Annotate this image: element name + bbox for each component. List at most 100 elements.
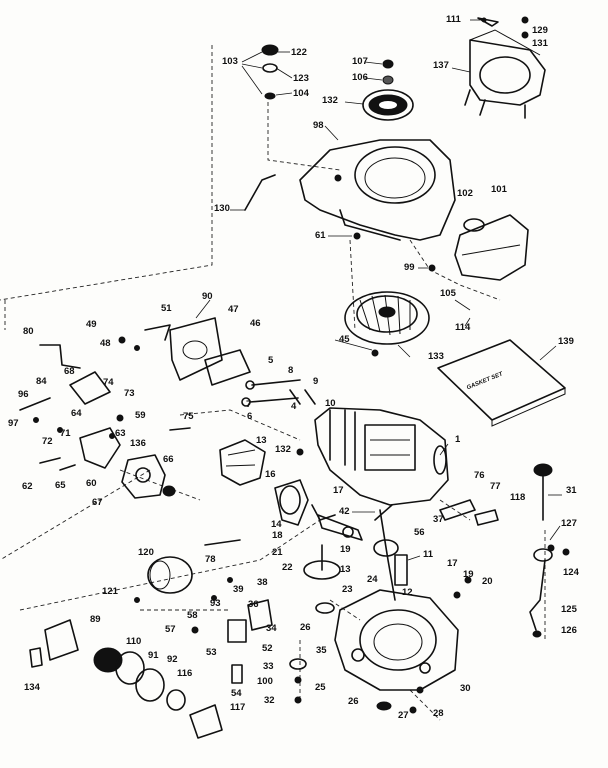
part-label: 133 <box>428 351 444 362</box>
part-label: 111 <box>446 14 462 25</box>
part-label: 101 <box>491 184 508 195</box>
part-label: 107 <box>352 56 368 67</box>
solenoid-parts <box>227 599 273 684</box>
part-label: 68 <box>64 366 75 377</box>
part-label: 53 <box>206 647 217 658</box>
part-label: 23 <box>342 584 353 595</box>
part-label: 14 <box>271 519 282 530</box>
part-label: 38 <box>257 577 268 588</box>
part-label: 57 <box>165 624 176 635</box>
part-label: 84 <box>36 376 47 387</box>
part-label: 66 <box>163 454 174 465</box>
part-label: 16 <box>265 469 276 480</box>
part-label: 118 <box>510 492 525 503</box>
rewind-starter <box>464 29 546 119</box>
part-label: 32 <box>264 695 275 706</box>
part-label: 67 <box>92 497 103 508</box>
small-hardware <box>33 16 570 714</box>
part-label: 75 <box>183 411 194 422</box>
part-label: 22 <box>282 562 293 573</box>
part-label: 42 <box>339 506 350 517</box>
part-label: 125 <box>561 604 578 615</box>
breather-assembly <box>144 317 251 386</box>
part-label: 13 <box>256 435 267 446</box>
part-label: 49 <box>86 319 97 330</box>
part-label: 12 <box>402 587 413 598</box>
part-label: 123 <box>293 73 309 84</box>
part-label: 62 <box>22 481 33 492</box>
part-label: 121 <box>102 586 119 597</box>
part-label: 19 <box>463 569 474 580</box>
assembly-guide-lines <box>0 45 546 721</box>
part-label: 132 <box>275 444 291 455</box>
part-label: 139 <box>558 336 574 347</box>
part-label: 63 <box>115 428 126 439</box>
part-label: 72 <box>42 436 53 447</box>
part-label: 24 <box>367 574 378 585</box>
part-label: 34 <box>266 623 277 634</box>
part-label: 134 <box>24 682 41 693</box>
governor-linkage <box>19 344 111 471</box>
flywheel <box>344 291 430 345</box>
crankshaft <box>373 504 408 601</box>
air-cleaner <box>454 214 529 281</box>
part-label: 19 <box>340 544 351 555</box>
part-label: 92 <box>167 654 178 665</box>
part-label: 93 <box>210 598 221 609</box>
crankcase-cover <box>334 589 459 691</box>
part-label: 97 <box>8 418 19 429</box>
part-label: 124 <box>563 567 580 578</box>
part-label: 99 <box>404 262 415 273</box>
valves <box>241 379 316 407</box>
part-label: 74 <box>103 377 114 388</box>
gasket-set-box: GASKET SET <box>437 339 566 427</box>
part-label: 98 <box>313 120 324 131</box>
part-label: 71 <box>60 428 71 439</box>
leader-lines <box>195 19 562 561</box>
flywheel-screen <box>362 89 414 121</box>
part-label: 64 <box>71 408 82 419</box>
part-label: 48 <box>100 338 111 349</box>
gasket-set-label: GASKET SET <box>466 371 505 391</box>
part-label: 10 <box>325 398 336 409</box>
part-label: 39 <box>233 584 244 595</box>
part-label: 17 <box>447 558 458 569</box>
part-label: 45 <box>339 334 350 345</box>
part-label: 31 <box>566 485 577 496</box>
part-label: 20 <box>482 576 493 587</box>
part-label: 90 <box>202 291 213 302</box>
part-label: 59 <box>135 410 146 421</box>
part-label: 61 <box>315 230 326 241</box>
part-label: 37 <box>433 514 444 525</box>
part-label: 35 <box>316 645 327 656</box>
part-label: 54 <box>231 688 242 699</box>
part-label: 130 <box>214 203 230 214</box>
part-label: 77 <box>490 481 501 492</box>
part-label: 11 <box>423 549 434 560</box>
part-label: 33 <box>263 661 274 672</box>
part-label: 56 <box>414 527 425 538</box>
part-label: 106 <box>352 72 368 83</box>
part-label: 25 <box>315 682 326 693</box>
part-label: 26 <box>300 622 311 633</box>
part-label: 52 <box>262 643 273 654</box>
part-label: 58 <box>187 610 198 621</box>
part-label: 102 <box>457 188 473 199</box>
part-label: 46 <box>250 318 261 329</box>
part-label: 9 <box>313 376 318 387</box>
part-label: 137 <box>433 60 449 71</box>
part-label: 96 <box>18 389 29 400</box>
part-label: 13 <box>340 564 351 575</box>
part-label: 91 <box>148 650 159 661</box>
part-label: 1 <box>455 434 461 445</box>
part-label: 28 <box>433 708 444 719</box>
intake-pipe <box>219 439 266 486</box>
muffler <box>274 479 309 526</box>
carburetor <box>79 427 166 499</box>
part-label: 7 <box>246 399 251 410</box>
connecting-rod <box>317 514 363 541</box>
part-label: 65 <box>55 480 66 491</box>
part-label: 117 <box>230 702 245 713</box>
